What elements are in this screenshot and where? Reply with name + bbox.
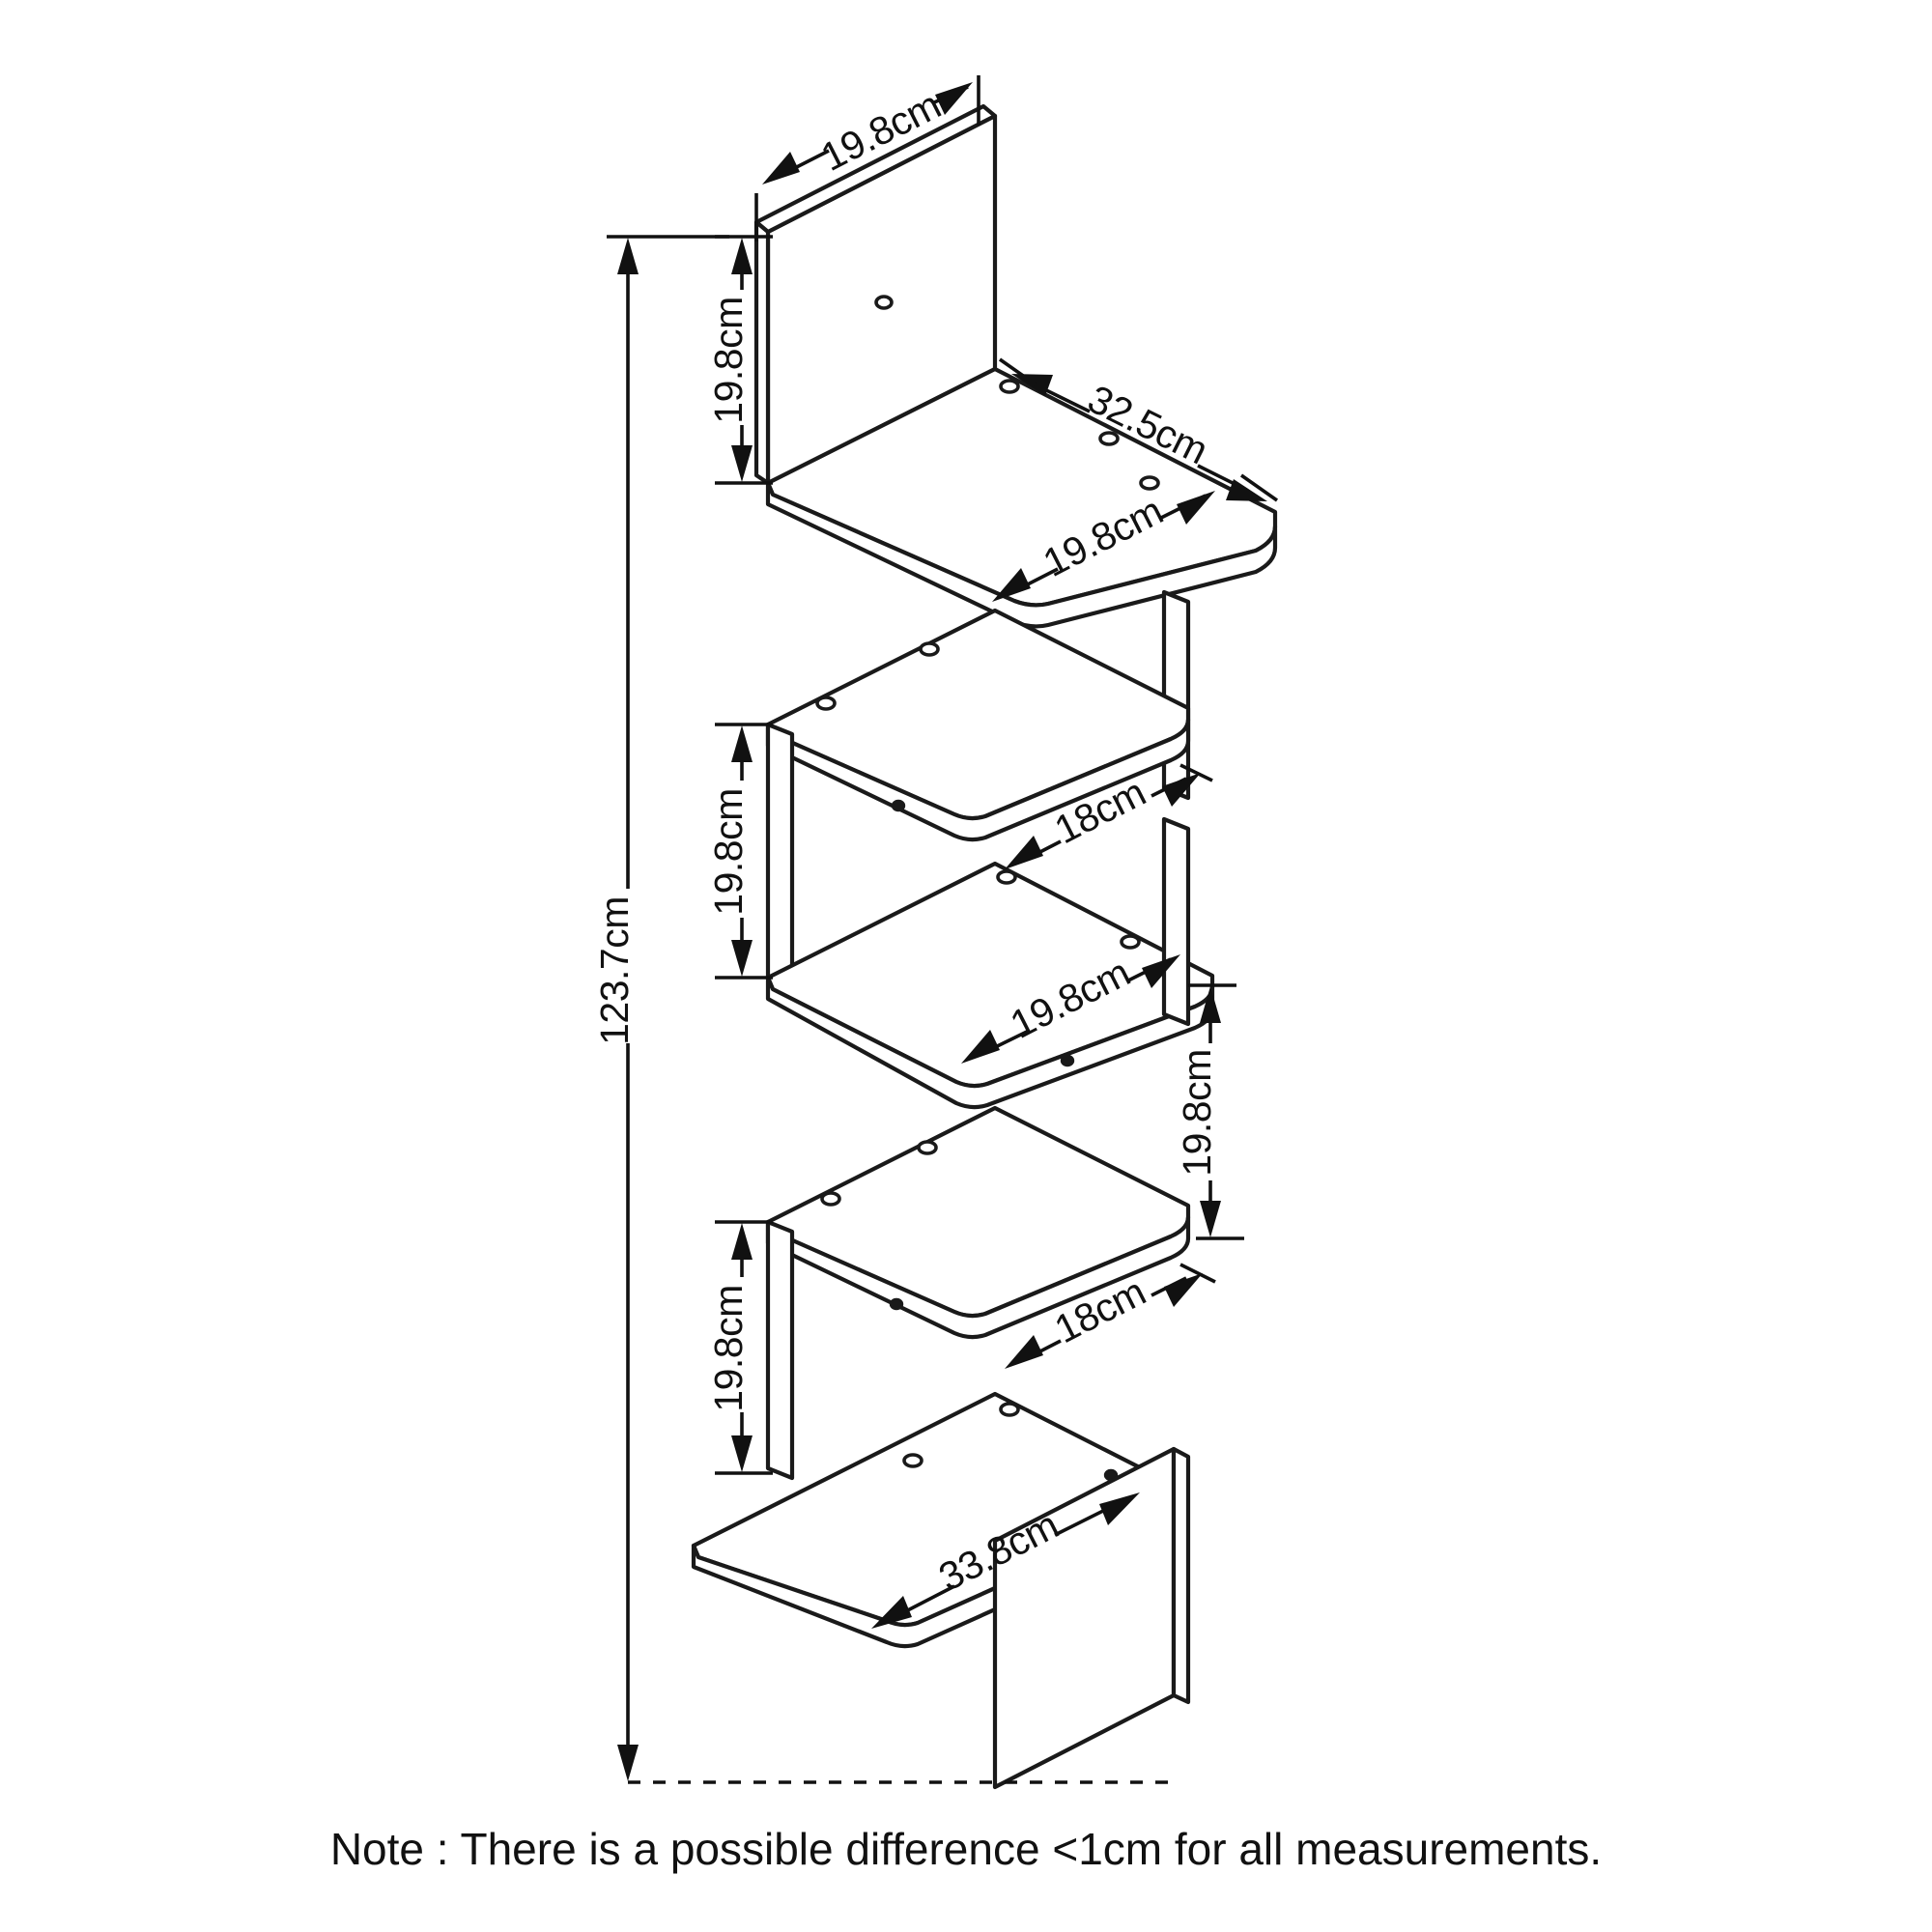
arrow-head-right bbox=[1142, 954, 1180, 988]
divider-left-lower bbox=[765, 1219, 795, 1481]
divider-right-lower bbox=[1161, 816, 1191, 1027]
top-back-panel-left-edge bbox=[753, 219, 771, 486]
cam-hole-icon bbox=[1060, 1054, 1075, 1067]
dim-total-height: 123.7cm bbox=[592, 235, 1179, 1784]
cam-hole-icon bbox=[1098, 431, 1120, 446]
arrow-head-left bbox=[961, 1030, 1000, 1064]
cam-hole-icon bbox=[999, 1402, 1020, 1417]
shelf-1-front-edge bbox=[765, 480, 1278, 629]
arrow-head-right bbox=[1162, 773, 1201, 807]
arrow-head-down bbox=[731, 1435, 753, 1472]
bottom-right-panel-edge bbox=[1171, 1446, 1191, 1705]
dim-top-panel-height: 19.8cm bbox=[706, 235, 773, 485]
cam-hole-icon bbox=[1139, 475, 1160, 491]
dim-tier4-height: 19.8cm bbox=[706, 1220, 773, 1475]
cam-hole-icon bbox=[919, 641, 940, 657]
arrow-head-down bbox=[731, 445, 753, 482]
cam-hole-icon bbox=[999, 379, 1020, 394]
arrow-head-up bbox=[1200, 986, 1221, 1023]
cam-hole-icon bbox=[1120, 934, 1141, 950]
arrow-head-right bbox=[1099, 1492, 1140, 1525]
dim-label-tier4-height: 19.8cm bbox=[706, 1285, 751, 1411]
bottom-right-panel bbox=[992, 1446, 1191, 1790]
arrow-head-up bbox=[617, 238, 639, 274]
dim-label-tier2-height: 19.8cm bbox=[706, 788, 751, 915]
arrow-head-down bbox=[1200, 1201, 1221, 1237]
arrow-head-left bbox=[992, 568, 1031, 602]
arrow-head-right bbox=[1177, 491, 1215, 525]
arrow-head-right bbox=[1226, 479, 1267, 501]
arrow-head-up bbox=[731, 725, 753, 762]
divider-left-upper bbox=[765, 722, 795, 990]
cam-hole-icon bbox=[996, 869, 1017, 885]
arrow-head-left bbox=[1005, 1335, 1043, 1369]
cam-hole-icon bbox=[917, 1140, 938, 1155]
dim-right-height: 19.8cm bbox=[1175, 983, 1244, 1240]
shelf-4 bbox=[765, 1105, 1191, 1340]
top-back-panel bbox=[753, 103, 998, 486]
shelf-2-front-edge bbox=[765, 717, 1191, 842]
arrow-head-up bbox=[731, 238, 753, 274]
arrow-head-left bbox=[1005, 836, 1043, 869]
cam-hole-icon bbox=[874, 295, 894, 310]
cam-hole-icon bbox=[891, 799, 906, 812]
arrow-head-left bbox=[762, 152, 800, 185]
arrow-head-down bbox=[731, 940, 753, 977]
arrow-head-left bbox=[871, 1596, 912, 1629]
arrow-head-right bbox=[1164, 1273, 1203, 1307]
shelf-4-front-edge bbox=[765, 1214, 1191, 1340]
divider-right-lower-face bbox=[1161, 816, 1191, 1027]
arrow-head-up bbox=[731, 1223, 753, 1260]
arrow-head-down bbox=[617, 1745, 639, 1781]
shelf-1 bbox=[765, 366, 1278, 629]
divider-left-lower-face bbox=[765, 1219, 795, 1481]
dim-tier2-height: 19.8cm bbox=[706, 723, 773, 980]
dim-label-top-panel-height: 19.8cm bbox=[706, 297, 751, 423]
measurement-note: Note : There is a possible difference <1… bbox=[330, 1824, 1602, 1874]
shelf-2 bbox=[765, 608, 1191, 842]
shelf-3 bbox=[765, 861, 1215, 1110]
arrow-head-right bbox=[935, 82, 973, 115]
cam-hole-icon bbox=[889, 1297, 904, 1311]
dim-label-total-height: 123.7cm bbox=[592, 896, 637, 1045]
dim-label-right-height: 19.8cm bbox=[1175, 1049, 1219, 1176]
cam-hole-icon bbox=[902, 1453, 923, 1468]
cam-hole-icon bbox=[815, 696, 837, 711]
cam-hole-icon bbox=[820, 1191, 841, 1207]
arrow-head-left bbox=[1011, 374, 1053, 396]
shelf-assembly bbox=[691, 103, 1278, 1790]
divider-left-upper-face bbox=[765, 722, 795, 990]
